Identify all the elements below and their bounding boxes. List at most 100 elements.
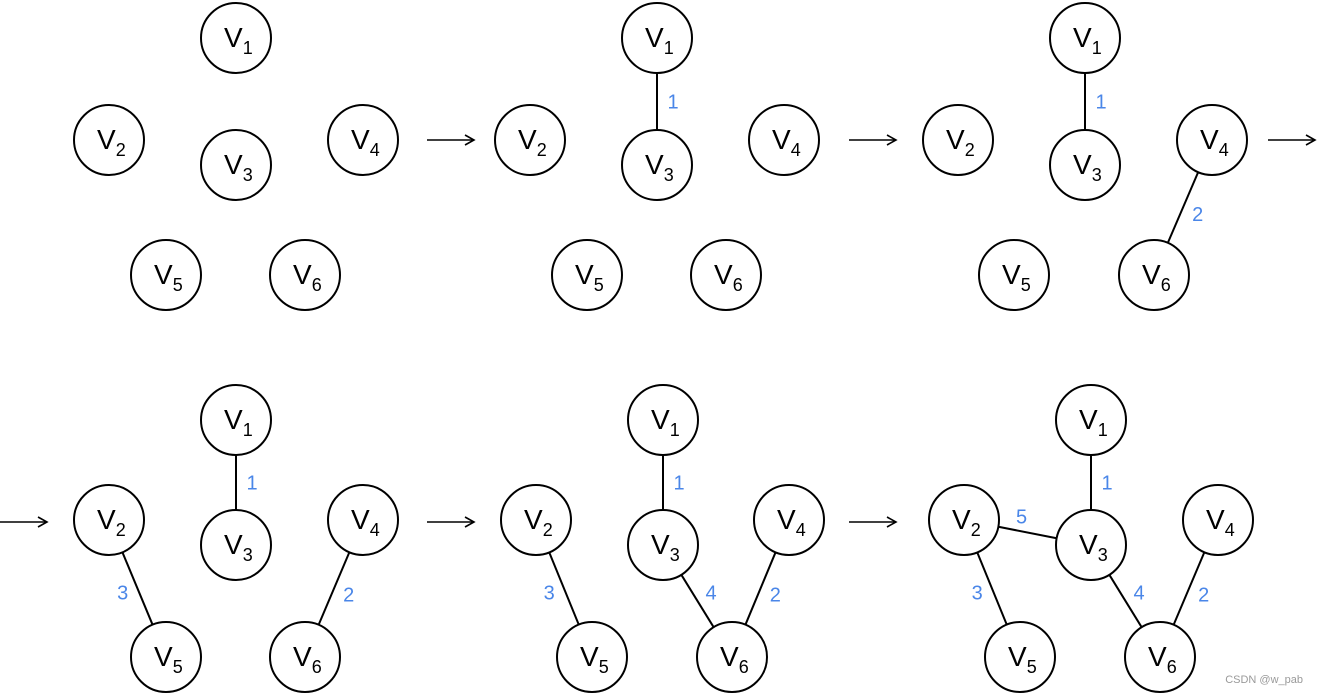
vertex-label: V1 [224, 22, 253, 58]
edge-weight-label: 3 [972, 583, 983, 605]
vertex-v6: V6 [1118, 239, 1190, 311]
vertex-circle [1182, 484, 1254, 556]
vertex-subscript: 6 [312, 275, 322, 295]
vertex-label: V3 [224, 149, 253, 185]
edge-weight-label: 5 [1016, 507, 1027, 529]
edge-weight-label: 1 [667, 92, 678, 114]
edge-v4-v6 [1166, 171, 1200, 244]
vertex-label: V3 [224, 529, 253, 565]
arrow-head [37, 516, 49, 528]
arrow-head [886, 516, 898, 528]
step-arrow-3 [1268, 134, 1317, 146]
vertex-subscript: 4 [1219, 140, 1229, 160]
edge-v2-v5 [121, 551, 154, 626]
vertex-letter: V [1079, 529, 1098, 560]
vertex-v2: V2 [928, 484, 1000, 556]
vertex-circle [1055, 384, 1127, 456]
vertex-circle [1049, 129, 1121, 201]
edge-weight-label: 4 [1134, 583, 1145, 605]
vertex-label: V5 [575, 259, 604, 295]
vertex-letter: V [580, 641, 599, 672]
edge-weight-label: 2 [770, 585, 781, 607]
vertex-circle [130, 239, 202, 311]
vertex-letter: V [518, 124, 537, 155]
vertex-circle [269, 239, 341, 311]
edge-weight-label: 2 [343, 585, 354, 607]
vertex-label: V5 [580, 641, 609, 677]
arrow-head [464, 516, 476, 528]
edge-v2-v3 [998, 525, 1057, 540]
vertex-v3: V3 [200, 129, 272, 201]
vertex-subscript: 5 [594, 275, 604, 295]
vertex-subscript: 1 [243, 38, 253, 58]
vertex-subscript: 2 [965, 140, 975, 160]
vertex-circle [621, 2, 693, 74]
vertex-v2: V2 [500, 484, 572, 556]
vertex-subscript: 4 [370, 140, 380, 160]
edge-v4-v6 [744, 551, 777, 626]
step-arrow-2 [849, 134, 898, 146]
vertex-label: V1 [645, 22, 674, 58]
vertex-v4: V4 [327, 484, 399, 556]
vertex-letter: V [224, 404, 243, 435]
vertex-letter: V [293, 641, 312, 672]
vertex-label: V1 [1073, 22, 1102, 58]
vertex-letter: V [154, 259, 173, 290]
vertex-label: V2 [97, 504, 126, 540]
vertex-subscript: 4 [796, 520, 806, 540]
vertex-subscript: 6 [1161, 275, 1171, 295]
vertex-subscript: 5 [599, 657, 609, 677]
vertex-subscript: 3 [243, 545, 253, 565]
vertex-circle [130, 621, 202, 693]
vertex-v3: V3 [627, 509, 699, 581]
vertex-letter: V [1079, 404, 1098, 435]
vertex-label: V5 [1002, 259, 1031, 295]
edge-weight-label: 1 [246, 473, 257, 495]
vertex-label: V3 [651, 529, 680, 565]
vertex-subscript: 6 [1167, 657, 1177, 677]
watermark: CSDN @w_pab [1225, 674, 1303, 686]
vertex-v4: V4 [1176, 104, 1248, 176]
vertex-label: V2 [97, 124, 126, 160]
vertex-label: V6 [293, 641, 322, 677]
vertex-v5: V5 [978, 239, 1050, 311]
vertex-v6: V6 [269, 621, 341, 693]
vertex-label: V1 [224, 404, 253, 440]
vertex-v3: V3 [200, 509, 272, 581]
vertex-label: V2 [946, 124, 975, 160]
vertex-circle [494, 104, 566, 176]
vertex-label: V6 [1142, 259, 1171, 295]
vertex-v1: V1 [1049, 2, 1121, 74]
vertex-label: V6 [293, 259, 322, 295]
vertex-letter: V [772, 124, 791, 155]
vertex-circle [200, 2, 272, 74]
edge-v3-v6 [680, 574, 715, 628]
vertex-circle [748, 104, 820, 176]
vertex-circle [200, 509, 272, 581]
vertex-circle [200, 384, 272, 456]
vertex-circle [500, 484, 572, 556]
step-arrow-5 [427, 516, 476, 528]
vertex-letter: V [720, 641, 739, 672]
vertex-circle [200, 129, 272, 201]
vertex-v5: V5 [984, 621, 1056, 693]
vertex-label: V6 [720, 641, 749, 677]
vertex-subscript: 1 [1092, 38, 1102, 58]
vertex-letter: V [1206, 504, 1225, 535]
vertex-circle [627, 509, 699, 581]
vertex-circle [1124, 621, 1196, 693]
vertex-letter: V [97, 124, 116, 155]
vertex-letter: V [1073, 22, 1092, 53]
vertex-label: V5 [154, 259, 183, 295]
edge-weight-label: 3 [117, 583, 128, 605]
vertex-v6: V6 [1124, 621, 1196, 693]
vertex-v5: V5 [551, 239, 623, 311]
vertex-circle [690, 239, 762, 311]
vertex-label: V1 [1079, 404, 1108, 440]
vertex-subscript: 1 [243, 420, 253, 440]
vertex-circle [73, 484, 145, 556]
vertex-label: V4 [772, 124, 801, 160]
vertex-label: V6 [1148, 641, 1177, 677]
